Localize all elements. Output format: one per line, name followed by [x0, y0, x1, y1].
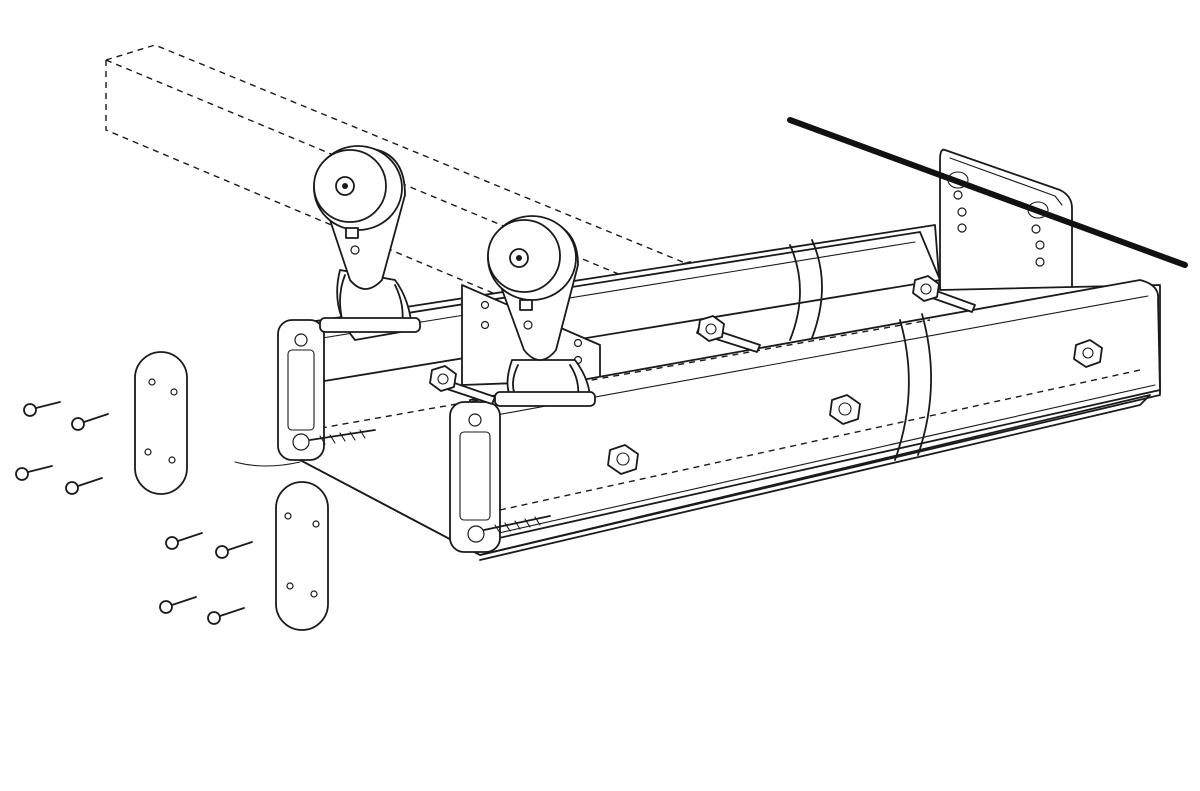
wire-icon: [234, 461, 301, 467]
bolt-icon: [696, 315, 761, 353]
rail-flange: [299, 394, 1151, 561]
rail-end-profile-right: [449, 401, 501, 553]
screw-icon: [207, 607, 245, 625]
rail-end-profile-left: [277, 319, 325, 461]
screw-icon: [15, 465, 53, 481]
plate-icon: [939, 148, 1073, 291]
bolt-icon: [1073, 339, 1103, 368]
pulley-icon: [487, 215, 596, 407]
end-cap-icon: [275, 481, 329, 631]
screw-icon: [65, 477, 103, 495]
bolt-icon: [912, 275, 976, 313]
screw-icon: [71, 413, 109, 431]
end-cap-icon: [134, 351, 188, 495]
cable-icon: [787, 117, 1188, 268]
screw-icon: [215, 541, 253, 559]
bolt-icon: [607, 444, 639, 475]
bolt-icon: [429, 365, 496, 405]
strap-icon: [789, 239, 932, 461]
screw-icon: [23, 401, 61, 417]
screw-icon: [483, 515, 551, 534]
screw-icon: [309, 429, 376, 445]
screw-icon: [159, 596, 197, 614]
pulley-icon: [313, 145, 421, 341]
screw-icon: [165, 532, 203, 550]
bolt-icon: [829, 394, 861, 425]
